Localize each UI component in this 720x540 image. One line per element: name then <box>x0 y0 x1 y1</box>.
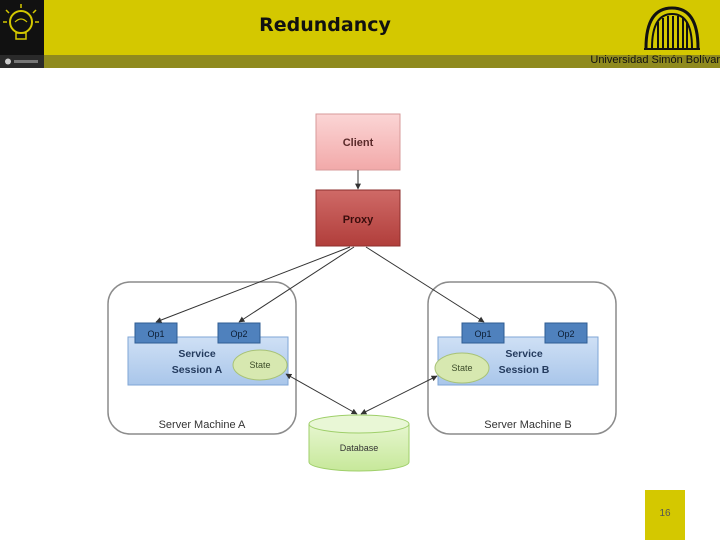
op1-a-label: Op1 <box>147 329 164 339</box>
service-a-line1: Service <box>178 348 216 360</box>
proxy-box <box>315 189 401 247</box>
gear-icon <box>0 55 44 68</box>
proxy-to-op1-a-arrow <box>155 246 351 323</box>
op1-b-box <box>461 322 505 344</box>
service-a-line2: Session A <box>172 364 223 376</box>
proxy-to-op1-b-arrow <box>365 246 485 323</box>
proxy-label: Proxy <box>343 214 374 226</box>
op1-a-box <box>134 322 178 344</box>
state-b-to-database-arrow <box>360 375 438 415</box>
institution-name: Universidad Simón Bolívar <box>590 54 720 66</box>
header-bar <box>0 0 720 55</box>
service-b-line2: Session B <box>499 364 550 376</box>
page-number: 16 <box>659 508 671 519</box>
server-machine-b-label: Server Machine B <box>484 419 571 431</box>
op2-a-label: Op2 <box>230 329 247 339</box>
proxy-to-op2-a-arrow <box>238 246 355 323</box>
server-machine-a-label: Server Machine A <box>159 419 246 431</box>
op2-b-box <box>544 322 588 344</box>
state-b-label: State <box>451 363 472 373</box>
state-a-ellipse <box>232 349 288 381</box>
state-b-ellipse <box>434 352 490 384</box>
slide-title: Redundancy <box>259 14 391 36</box>
database-cylinder <box>308 414 410 472</box>
state-a-label: State <box>249 360 270 370</box>
op2-b-label: Op2 <box>557 329 574 339</box>
database-label: Database <box>340 443 379 453</box>
university-seal-icon <box>640 2 704 52</box>
op1-b-label: Op1 <box>474 329 491 339</box>
op2-a-box <box>217 322 261 344</box>
header-subbar <box>0 55 720 68</box>
client-label: Client <box>343 137 374 149</box>
service-b-line1: Service <box>505 348 543 360</box>
state-a-to-database-arrow <box>285 373 358 415</box>
page-number-box <box>645 490 685 540</box>
lightbulb-logo <box>0 0 44 55</box>
